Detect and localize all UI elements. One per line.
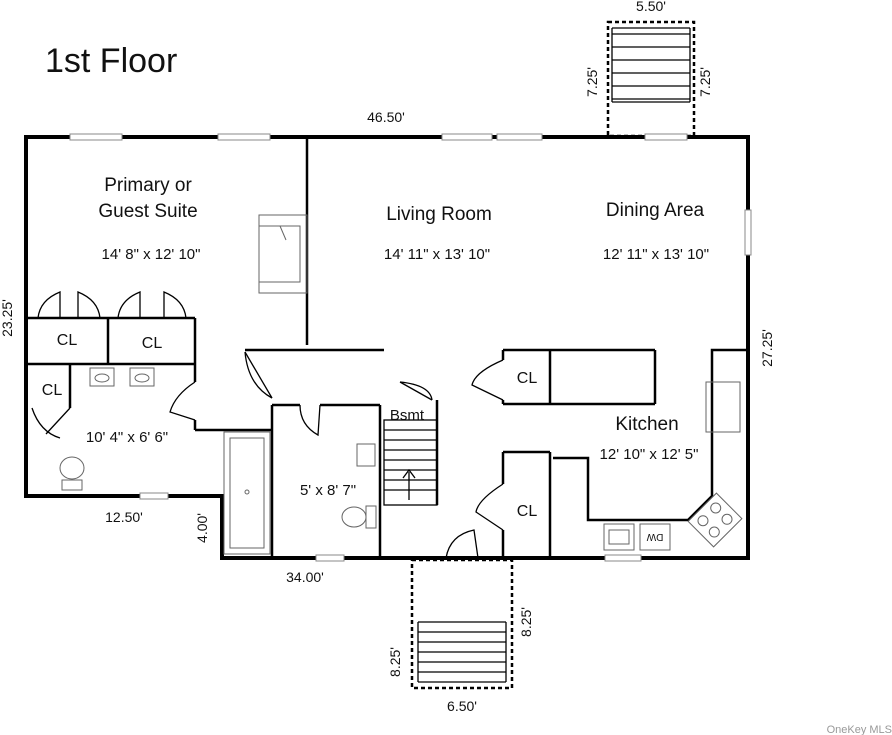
primary-suite-name-1: Primary or <box>104 175 192 196</box>
dim-deck-top-width: 5.50' <box>636 0 666 14</box>
dim-deck-bottom-left: 8.25' <box>387 647 403 677</box>
dim-deck-top-right: 7.25' <box>697 67 713 97</box>
exterior-walls <box>24 133 752 562</box>
half-bath-size: 5' x 8' 7" <box>300 482 356 499</box>
living-room-size: 14' 11" x 13' 10" <box>384 246 490 263</box>
dim-left-height: 23.25' <box>0 299 15 337</box>
floor-title: 1st Floor <box>45 42 177 80</box>
living-room-name: Living Room <box>386 204 492 225</box>
door-swings <box>31 291 504 559</box>
stairs <box>383 419 438 506</box>
dining-area-name: Dining Area <box>606 200 705 221</box>
closet-label: CL <box>517 370 538 387</box>
closet-label: CL <box>517 503 538 520</box>
top-deck <box>606 20 696 138</box>
dim-deck-bottom-width: 6.50' <box>447 698 477 714</box>
kitchen-size: 12' 10" x 12' 5" <box>600 446 699 463</box>
primary-bath-size: 10' 4" x 6' 6" <box>86 429 168 446</box>
dim-deck-top-left: 7.25' <box>584 67 600 97</box>
watermark: OneKey MLS <box>827 724 892 735</box>
bath-fixtures <box>59 367 377 555</box>
dishwasher-label: DW <box>646 531 663 542</box>
fireplace <box>258 214 308 294</box>
closet-label: CL <box>57 332 78 349</box>
kitchen-name: Kitchen <box>615 414 678 435</box>
dim-bottom-step: 4.00' <box>194 513 210 543</box>
primary-suite-name-2: Guest Suite <box>98 201 197 222</box>
closet-label: CL <box>142 335 163 352</box>
dim-right-height: 27.25' <box>759 329 775 367</box>
dining-area-size: 12' 11" x 13' 10" <box>603 246 709 263</box>
stairs-label: Bsmt <box>390 407 425 424</box>
dim-bottom-left-width: 12.50' <box>105 509 143 525</box>
dim-bottom-width: 34.00' <box>286 569 324 585</box>
bottom-deck <box>410 558 514 690</box>
closet-label: CL <box>42 382 63 399</box>
primary-suite-size: 14' 8" x 12' 10" <box>102 246 201 263</box>
dim-top-width: 46.50' <box>367 109 405 125</box>
dim-deck-bottom-right: 8.25' <box>518 607 534 637</box>
kitchen-fixtures <box>603 381 743 551</box>
